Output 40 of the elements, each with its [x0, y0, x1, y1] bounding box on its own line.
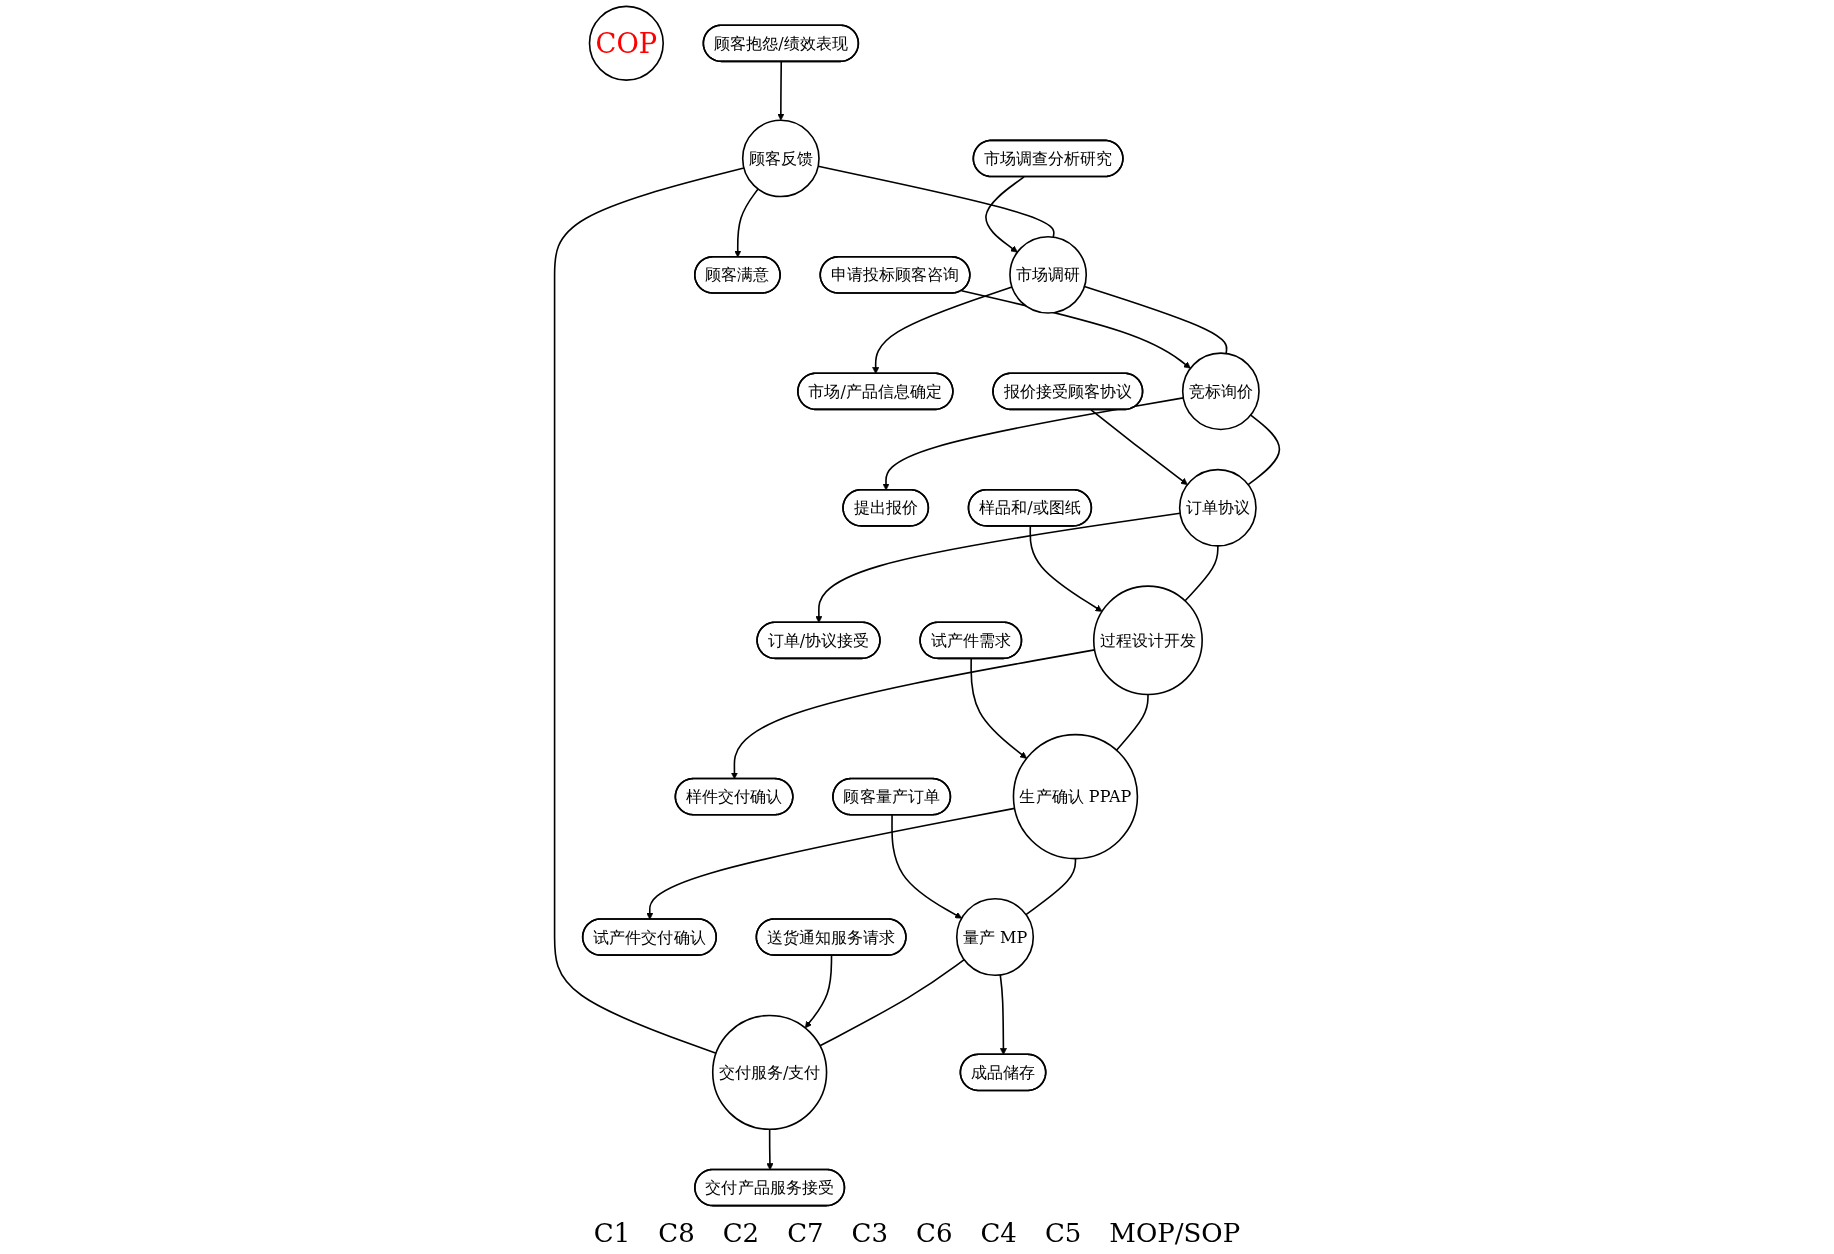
connector — [1115, 693, 1149, 751]
arrow — [730, 649, 1096, 780]
stage-label: C4 — [980, 1218, 1017, 1248]
stage-label: MOP/SOP — [1109, 1218, 1241, 1248]
node-circle: 量产 MP — [955, 897, 1035, 977]
arrow — [891, 814, 962, 919]
arrow — [872, 286, 1013, 374]
stage-label: C5 — [1044, 1218, 1082, 1248]
node-circle: COP — [588, 5, 664, 81]
node-circle: 顾客反馈 — [741, 119, 820, 198]
arrow — [766, 1128, 774, 1171]
node-circle: 竞标询价 — [1181, 352, 1260, 431]
arrow — [804, 954, 833, 1029]
connector — [553, 167, 745, 1054]
connector — [817, 165, 1055, 238]
stage-label: C8 — [658, 1218, 695, 1248]
stage-label: C2 — [722, 1218, 760, 1248]
arrow — [646, 807, 1016, 920]
stage-label: C1 — [593, 1218, 631, 1248]
connector — [1247, 414, 1281, 486]
arrow — [1029, 525, 1103, 612]
stage-label: C7 — [787, 1218, 824, 1248]
connector — [819, 958, 965, 1047]
connector — [1025, 857, 1077, 916]
stage-label: C6 — [916, 1218, 953, 1248]
arrow — [734, 188, 759, 258]
connector — [1083, 285, 1228, 355]
connector — [1184, 545, 1219, 602]
arrow — [999, 974, 1007, 1055]
stage-label: C3 — [851, 1218, 889, 1248]
arrow — [970, 657, 1027, 759]
node-circle: 订单协议 — [1178, 468, 1257, 547]
arrow — [815, 512, 1181, 623]
arrow — [985, 176, 1025, 253]
node-circle: 交付服务/支付 — [711, 1014, 828, 1131]
node-circle: 过程设计开发 — [1092, 585, 1203, 696]
arrow — [1090, 409, 1188, 485]
node-circle: 生产确认 PPAP — [1012, 733, 1139, 860]
node-circle: 市场调研 — [1009, 235, 1088, 314]
arrow — [777, 60, 785, 121]
